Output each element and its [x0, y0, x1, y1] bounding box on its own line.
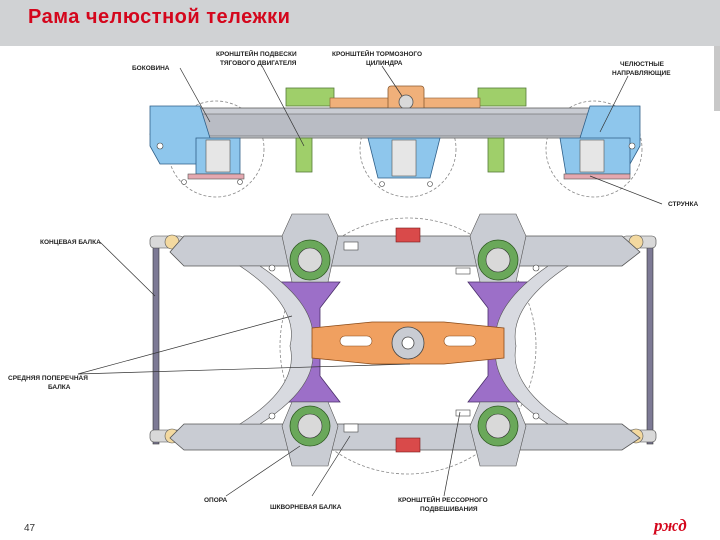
top-view — [149, 213, 657, 475]
label-jaw-guides-1: ЧЕЛЮСТНЫЕ — [620, 61, 665, 68]
label-spring-bracket-2: ПОДВЕШИВАНИЯ — [420, 506, 478, 513]
support-2 — [469, 213, 527, 283]
spring-bracket-top — [395, 227, 421, 243]
support-1 — [281, 213, 339, 283]
leader-lines — [77, 65, 663, 497]
wheel-outline-3 — [545, 100, 643, 198]
side-view — [149, 85, 643, 198]
scroll-edge — [714, 46, 720, 111]
label-brake-bracket-1: КРОНШТЕЙН ТОРМОЗНОГО — [332, 49, 422, 58]
label-strunka: СТРУНКА — [668, 201, 698, 208]
label-jaw-guides-2: НАПРАВЛЯЮЩИЕ — [612, 70, 671, 77]
label-brake-bracket-2: ЦИЛИНДРА — [366, 60, 403, 67]
label-end-beam: КОНЦЕВАЯ БАЛКА — [40, 239, 101, 246]
label-support: ОПОРА — [204, 497, 228, 504]
bogie-diagram: БОКОВИНА КРОНШТЕЙН ПОДВЕСКИ ТЯГОВОГО ДВИ… — [8, 49, 698, 513]
rzd-logo: ржд — [654, 516, 687, 535]
header-bar — [0, 0, 720, 46]
end-beam-left — [152, 241, 160, 445]
slide-title: Рама челюстной тележки — [28, 6, 291, 28]
support-3 — [281, 401, 339, 467]
label-pivot-beam: ШКВОРНЕВАЯ БАЛКА — [270, 504, 342, 511]
motor-hanger-1 — [295, 137, 313, 173]
label-mid-beam-2: БАЛКА — [48, 384, 71, 391]
strunka-3 — [563, 173, 631, 180]
label-motor-bracket-2: ТЯГОВОГО ДВИГАТЕЛЯ — [220, 60, 297, 67]
strunka-1 — [187, 173, 245, 180]
end-beam-right — [646, 241, 654, 445]
motor-bracket-top-2 — [477, 87, 527, 107]
motor-hanger-2 — [487, 137, 505, 173]
label-spring-bracket-1: КРОНШТЕЙН РЕССОРНОГО — [398, 495, 488, 504]
pivot-outline — [279, 217, 537, 475]
support-4 — [469, 401, 527, 467]
label-mid-beam-1: СРЕДНЯЯ ПОПЕРЕЧНАЯ — [8, 375, 88, 382]
slide-number: 47 — [24, 523, 36, 534]
label-bokovina: БОКОВИНА — [132, 65, 170, 72]
label-motor-bracket-1: КРОНШТЕЙН ПОДВЕСКИ — [216, 49, 297, 58]
spring-bracket-bottom — [395, 437, 421, 453]
motor-bracket-top-1 — [285, 87, 335, 107]
labels: БОКОВИНА КРОНШТЕЙН ПОДВЕСКИ ТЯГОВОГО ДВИ… — [8, 49, 698, 513]
